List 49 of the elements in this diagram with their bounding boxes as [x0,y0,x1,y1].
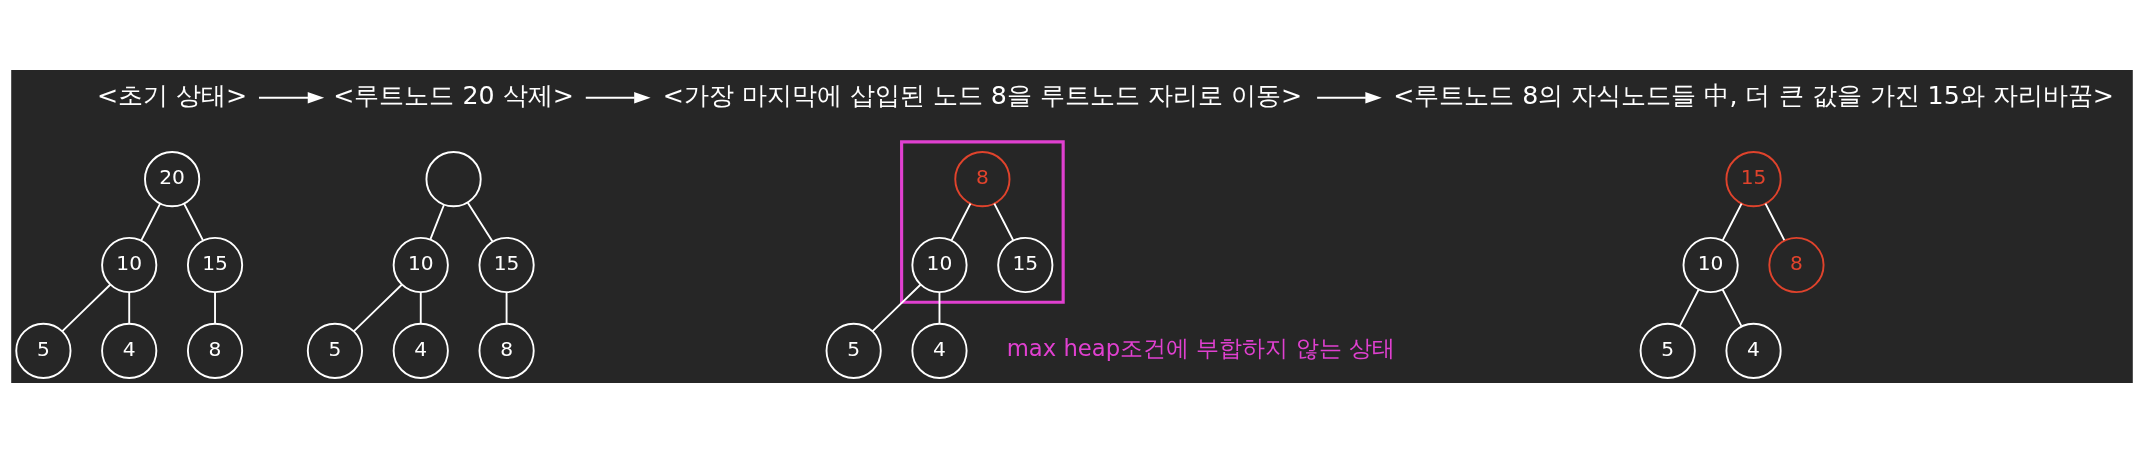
node-circle: 4 [1725,322,1782,379]
node-text: <루트노드 20 삭제> [333,81,574,111]
connector [140,202,162,242]
node-circle: 4 [392,322,449,379]
arrow [584,92,651,104]
node-circle: 5 [15,322,72,379]
node-circle [425,151,482,208]
node-text: <루트노드 8의 자식노드들 中, 더 큰 값을 가진 15와 자리바꿈> [1393,81,2114,111]
connector [1721,202,1743,242]
node-circle: 5 [306,322,363,379]
node-text: <초기 상태> [96,81,248,111]
connector [938,291,941,325]
arrow [1316,92,1382,104]
connector [429,204,445,241]
node-circle: 15 [478,236,535,294]
connector [61,283,112,333]
cluster [900,140,1065,304]
node-circle: 8 [1768,236,1825,294]
node-circle: 10 [392,236,449,294]
node-circle: 8 [954,151,1011,208]
connector [1678,288,1700,327]
node-circle: 8 [186,322,244,379]
connector [214,291,216,325]
connector [1721,288,1743,327]
node-circle: 15 [997,236,1054,294]
connector [183,202,204,242]
node-circle: 4 [101,322,158,379]
node-circle: 10 [911,236,968,294]
connector [505,291,508,325]
connector [993,202,1015,242]
node-circle: 15 [1725,151,1782,208]
node-circle: 20 [144,151,201,208]
node-circle: 8 [478,322,535,379]
connector [419,291,422,325]
connector [128,291,131,325]
node-circle: 15 [186,236,244,294]
connector [871,283,922,333]
connector [466,201,494,243]
label: max heap조건에 부합하지 않는 상태 [1006,335,1395,362]
node-circle: 10 [1682,236,1739,294]
node-circle: 5 [1639,322,1696,379]
node-circle: 4 [911,322,968,379]
node-circle: 5 [825,322,882,379]
connector [353,283,403,333]
arrow [258,92,325,104]
connector [1764,202,1786,242]
connector [950,202,972,242]
node-circle: 10 [101,236,158,294]
node-text: <가장 마지막에 삽입된 노드 8을 루트노드 자리로 이동> [662,81,1303,111]
